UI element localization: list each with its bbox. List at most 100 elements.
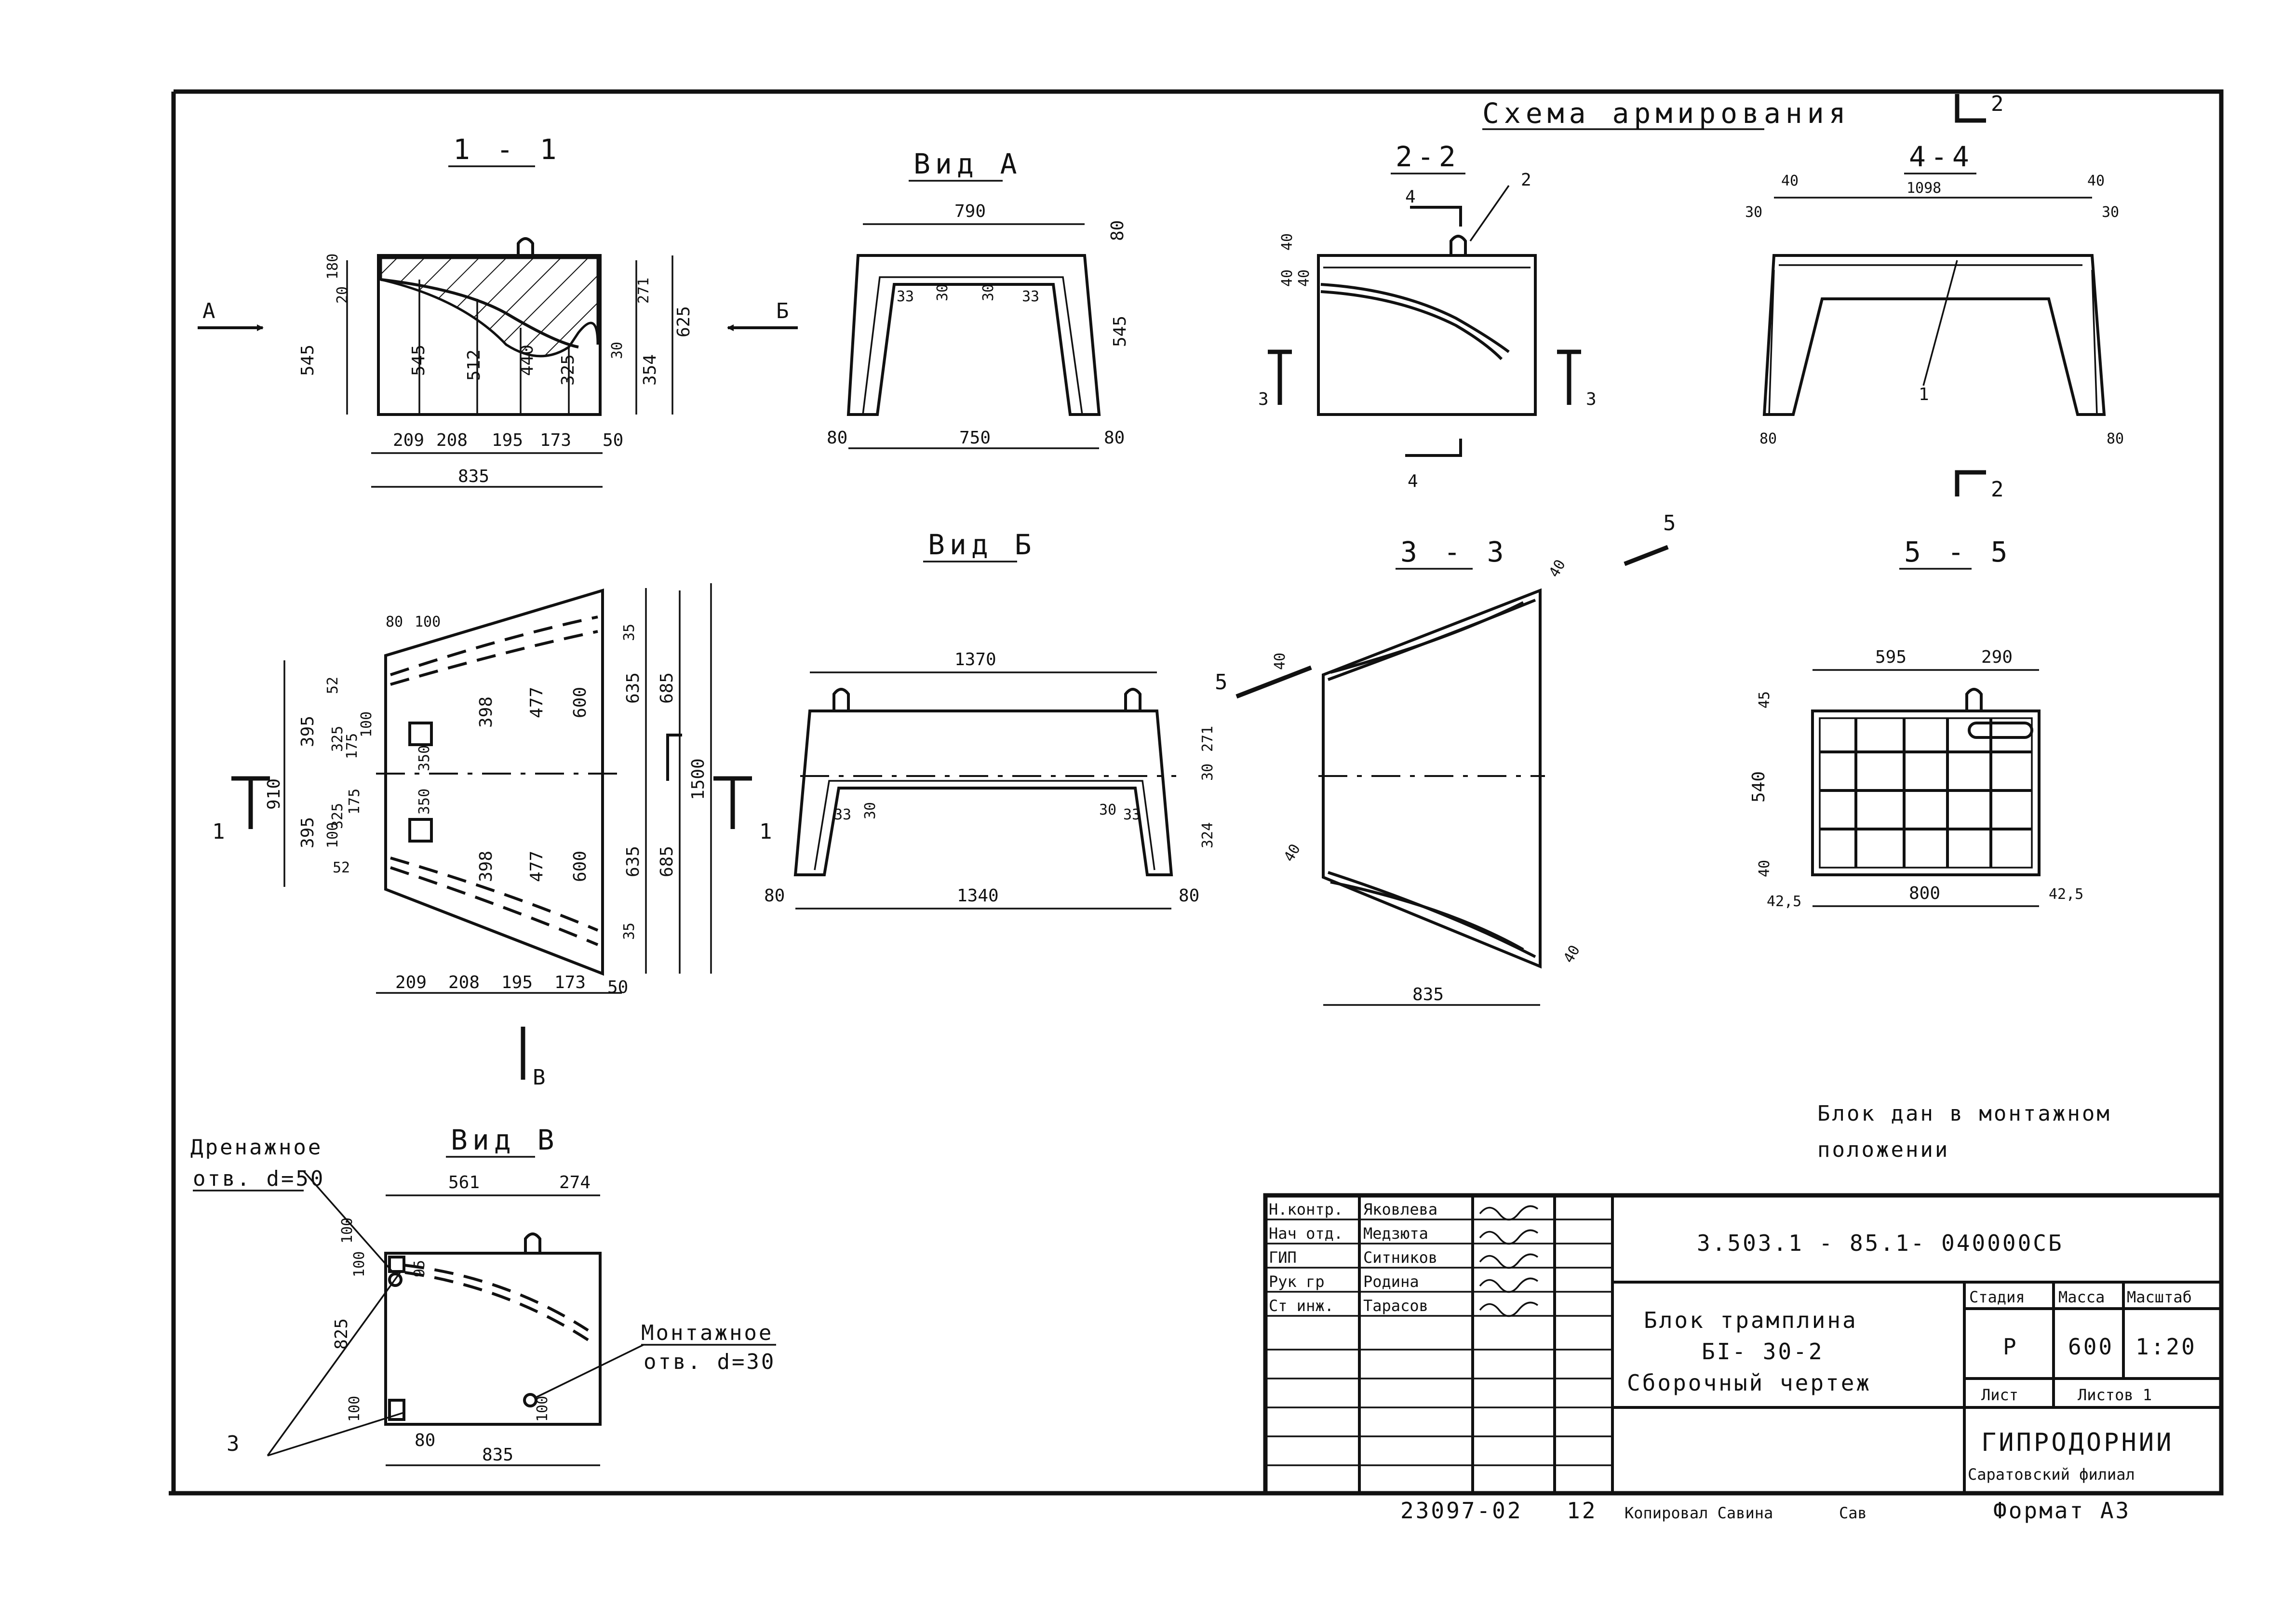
dim: 100 [351,1251,368,1277]
dim: 40 [1279,269,1296,287]
dim: 35 [621,923,638,940]
dim: 35 [621,624,638,641]
mark-5: 5 [1215,670,1230,695]
dim: 175 [344,733,361,759]
dim: 1098 [1907,180,1941,197]
mark-3: 3 [1258,389,1269,409]
section-3-3-dimensions: 40 40 40 40 835 [1272,557,1584,1004]
dim: 398 [476,851,496,882]
dim: 685 [657,672,677,704]
mark-1: 1 [1919,385,1929,404]
val-scale: 1:20 [2135,1334,2197,1360]
sig-role: Н.контр. [1269,1200,1343,1218]
drain-hole-label: Дренажное [190,1135,322,1160]
dim: 545 [409,345,429,376]
dim: 40 [1281,841,1304,865]
dim: 40 [1279,233,1296,251]
section-5-5-dimensions: 595 290 45 540 40 42,5 800 42,5 [1749,647,2083,910]
dim: 100 [346,1396,363,1422]
dim: 561 [448,1173,480,1192]
view-a-title: Вид А [913,147,1022,180]
dim: 395 [298,817,318,848]
dim: 825 [332,1318,351,1350]
dim: 40 [1272,653,1289,670]
dim: 325 [329,803,346,829]
dim: 42,5 [2049,886,2083,903]
dim: 100 [324,822,341,848]
col-scale: Масштаб [2127,1288,2192,1306]
section-1-1-dimensions: 545 180 20 545 512 440 325 271 30 354 62… [298,254,694,486]
section-2-2-title: 2-2 [1396,140,1461,173]
dim: 1370 [954,650,996,669]
title-block-grid [1265,1218,1612,1466]
sig-name: Ситников [1363,1248,1437,1267]
dim: 208 [436,430,468,450]
plan-dimensions: 80 100 35 35 635 635 685 685 1500 600 60… [264,614,708,997]
section-5-5-title: 5 - 5 [1904,536,2013,568]
dim: 80 [1108,220,1128,241]
dim: 354 [640,354,660,386]
dim: 40 [2087,173,2105,189]
general-note: Блок дан в монтажном положении [1817,1101,2111,1162]
dim: 440 [517,345,537,376]
dim: 208 [448,973,480,992]
note-line-1: Блок дан в монтажном [1817,1101,2111,1126]
dim: 30 [609,342,626,359]
dim: 195 [501,973,533,992]
section-4-4-dimensions: 40 1098 40 30 30 80 80 [1745,173,2124,447]
dim: 595 [1875,647,1907,667]
section-4-4-title: 4-4 [1909,140,1974,173]
mark-2: 2 [1521,170,1531,190]
dim: 173 [540,430,571,450]
sig-name: Яковлева [1363,1200,1437,1218]
dim: 45 [1756,691,1773,709]
section-5-5: 5 - 5 595 290 45 540 40 42,5 800 42,5 [1749,536,2083,910]
dim: 625 [674,306,694,337]
dim: 40 [1756,860,1773,877]
dim: 100 [358,711,375,737]
dim: 350 [416,745,433,771]
col-stage: Стадия [1969,1288,2025,1306]
mark-4: 4 [1408,471,1418,491]
dim: 180 [324,254,341,280]
dim: 52 [333,859,350,876]
dim: 398 [476,696,496,728]
sheet-number: 12 [1567,1498,1597,1524]
dim: 395 [298,716,318,747]
dim: 209 [395,973,427,992]
sheet-label: Лист [1981,1386,2018,1404]
dim: 271 [635,278,652,304]
mark-3: 3 [227,1432,242,1456]
dim: 40 [1781,173,1799,189]
dim: 80 [2107,430,2124,447]
dim: 50 [607,977,628,997]
sig-name: Тарасов [1363,1297,1428,1315]
mark-3: 3 [1586,389,1597,409]
view-v-title: Вид В [451,1124,559,1156]
dim: 33 [897,288,914,305]
reinforcement-scheme-header: Схема армирования [1482,97,1851,130]
section-2-2: 2-2 2 4 4 3 3 40 40 40 [1258,140,1597,491]
col-mass: Масса [2058,1288,2105,1306]
dim: 350 [416,789,433,815]
dim: 325 [329,726,346,752]
view-b: Вид Б 1370 271 30 324 33 30 30 33 80 134… [764,528,1216,910]
mark-5: 5 [1663,511,1678,536]
dim: 835 [458,467,489,486]
copied-signature: Сав [1839,1504,1867,1522]
arrow-a-label: А [202,299,217,323]
dim: 33 [834,806,851,823]
view-a-dimensions: 790 80 33 30 30 33 545 80 750 80 [827,201,1130,448]
org-name: ГИПРОДОРНИИ [1981,1428,2174,1457]
title-block: Н.контр. Яковлева Нач отд. Медзюта ГИП С… [1263,1193,2224,1496]
dim: 100 [534,1396,551,1422]
sheet-format: Формат А3 [1993,1498,2131,1524]
dim: 910 [264,778,284,810]
section-3-3: 3 - 3 5 5 40 40 40 40 835 [1215,511,1678,1006]
dim: 30 [1099,802,1116,818]
dim: 40 [1546,557,1569,580]
dim: 30 [1199,763,1216,781]
dim: 635 [623,846,643,877]
reinforcement-scheme-title: Схема армирования [1482,97,1851,130]
